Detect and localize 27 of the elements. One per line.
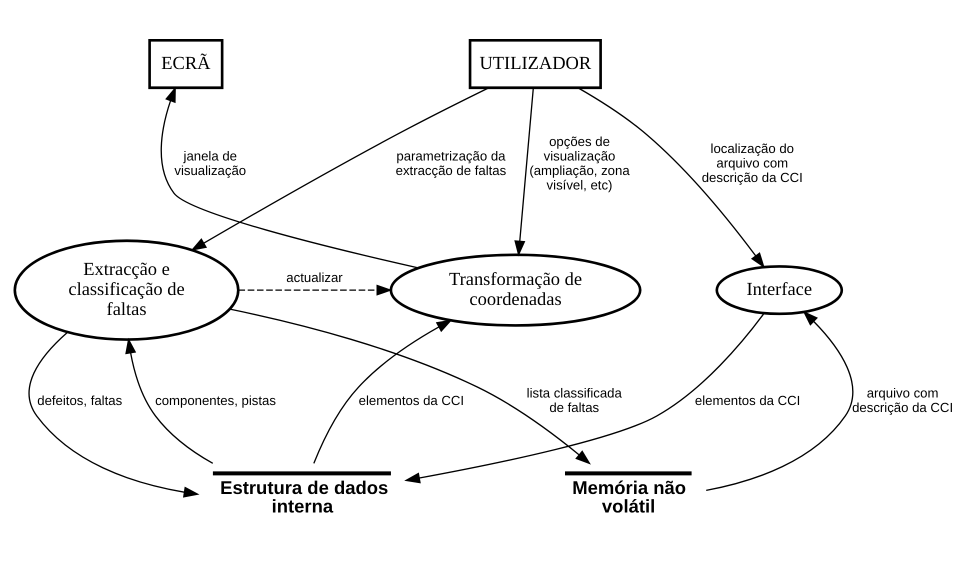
node-ellipse: Transformação de coordenadas xyxy=(389,253,641,326)
node-text: Memória não volátil xyxy=(572,476,686,516)
edge-label: opções de visualização (ampliação, zona visível, etc) xyxy=(528,133,630,192)
edge-label: defeitos, faltas xyxy=(36,392,122,408)
edge-label: janela de visualização xyxy=(174,148,246,178)
arrow xyxy=(404,312,764,483)
arrow xyxy=(238,284,392,296)
edge-label: parametrização da extracção de faltas xyxy=(395,148,506,178)
node-box: ECRÃ xyxy=(148,38,223,89)
arrow xyxy=(190,86,488,250)
node-box: UTILIZADOR xyxy=(468,38,602,89)
edge-label: arquivo com descrição da CCI xyxy=(852,385,953,415)
edge-label: elementos da CCI xyxy=(694,392,800,408)
arrow xyxy=(514,87,534,256)
edge-label: elementos da CCI xyxy=(358,392,464,408)
node-ellipse: Interface xyxy=(714,264,843,315)
node-text: Estrutura de dados interna xyxy=(220,476,388,516)
arrow xyxy=(124,337,213,464)
edge-label: actualizar xyxy=(286,270,342,285)
edge-label: componentes, pistas xyxy=(154,392,276,408)
arrow xyxy=(229,308,590,464)
arrow xyxy=(28,332,199,498)
edge-label: lista classificada de faltas xyxy=(526,385,622,415)
arrow xyxy=(706,310,853,491)
arrow xyxy=(312,319,452,464)
edge-label: localização do arquivo com descrição da CCI xyxy=(701,140,802,185)
arrow xyxy=(577,86,764,268)
